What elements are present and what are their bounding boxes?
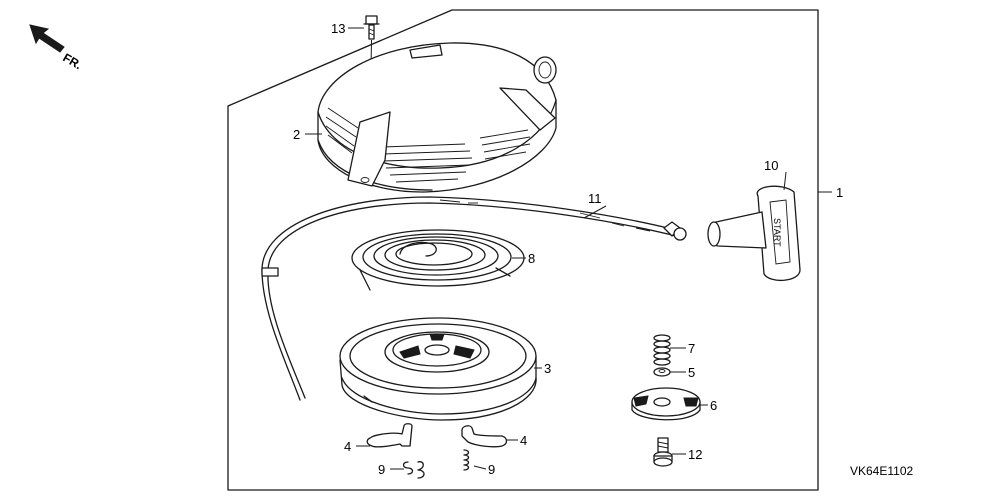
callout-9-left: 9 xyxy=(378,462,385,477)
starter-rope xyxy=(261,196,687,401)
callout-11: 11 xyxy=(588,191,602,206)
callout-12: 12 xyxy=(688,447,702,462)
washer xyxy=(653,367,671,377)
callout-1: 1 xyxy=(836,185,843,200)
starter-case xyxy=(317,42,557,193)
starter-grip: START xyxy=(707,185,801,281)
callout-2: 2 xyxy=(293,127,300,142)
reel xyxy=(339,317,537,421)
callout-13: 13 xyxy=(331,21,345,36)
front-direction-arrow-icon: FR. xyxy=(29,24,85,72)
callout-3: 3 xyxy=(544,361,551,376)
grip-text: START xyxy=(772,218,782,247)
setting-bolt xyxy=(653,437,673,467)
callout-4-right: 4 xyxy=(520,433,527,448)
callouts: 13 2 1 10 11 8 3 4 4 9 9 7 5 6 12 xyxy=(293,21,843,477)
front-label: FR. xyxy=(61,50,85,72)
ratchet-right xyxy=(461,425,508,448)
callout-7: 7 xyxy=(688,341,695,356)
callout-5: 5 xyxy=(688,365,695,380)
callout-4-left: 4 xyxy=(344,439,351,454)
leader-lines xyxy=(305,27,832,470)
callout-6: 6 xyxy=(710,398,717,413)
friction-plate xyxy=(631,387,701,421)
assembly-boundary xyxy=(227,9,819,491)
callout-9-right: 9 xyxy=(488,462,495,477)
friction-spring xyxy=(653,334,671,366)
recoil-spring xyxy=(351,229,525,291)
ratchet-spring-right xyxy=(463,449,470,471)
callout-8: 8 xyxy=(528,251,535,266)
ratchet-left xyxy=(366,423,413,448)
callout-10: 10 xyxy=(764,158,778,173)
ratchet-spring-left xyxy=(402,461,425,479)
diagram-code: VK64E1102 xyxy=(850,464,913,478)
